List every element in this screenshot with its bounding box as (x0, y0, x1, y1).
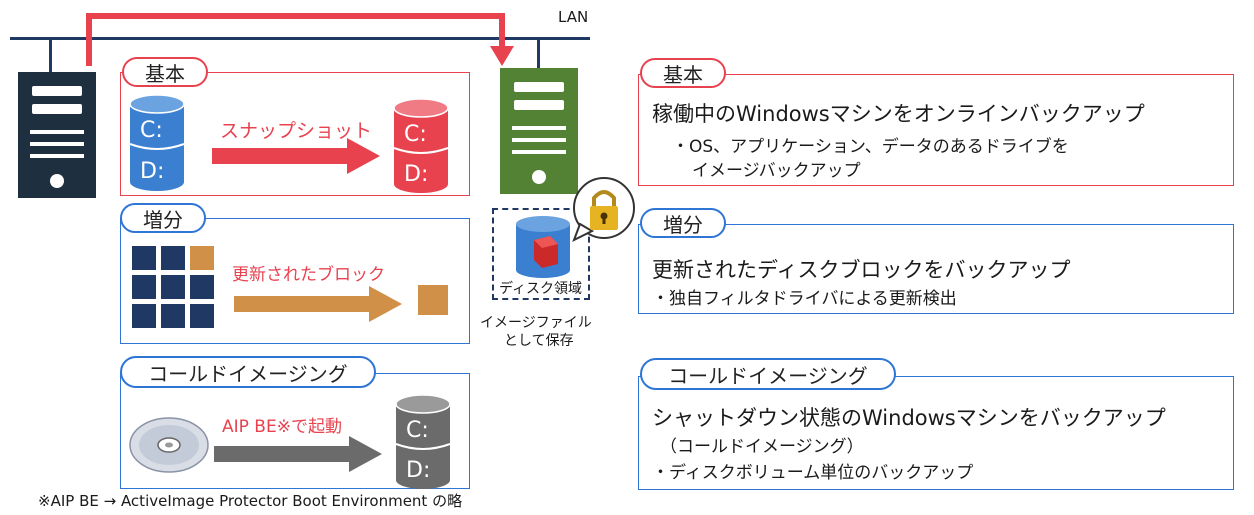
boot-label: AIP BE※で起動 (222, 417, 342, 437)
lock-icon (572, 177, 635, 243)
updated-blocks-arrow (234, 286, 402, 322)
basic-description-tag: 基本 (640, 58, 726, 88)
cold-description-sub2: ・ディスクボリューム単位のバックアップ (652, 463, 974, 483)
snapshot-drive-c: C: (404, 122, 427, 147)
disk-area-icon (516, 216, 570, 278)
changed-block-icon (418, 285, 448, 315)
backup-server (500, 68, 578, 194)
updated-blocks-label: 更新されたブロック (232, 265, 385, 285)
cold-description-sub1: （コールドイメージング） (660, 437, 864, 457)
footnote: ※AIP BE → ActiveImage Protector Boot Env… (38, 492, 463, 510)
storage-box (492, 208, 590, 300)
cold-description-panel (638, 376, 1234, 490)
lan-line (10, 37, 590, 40)
source-drive-c: C: (140, 118, 163, 143)
cold-description-main: シャットダウン状態のWindowsマシンをバックアップ (652, 406, 1166, 430)
snapshot-drive-d: D: (404, 162, 428, 187)
image-file-caption-1: イメージファイル (480, 315, 592, 331)
basic-description-panel (638, 74, 1234, 186)
incremental-description-panel (638, 224, 1234, 314)
incremental-description-sub1: ・独自フィルタドライバによる更新検出 (652, 289, 957, 309)
lan-label: LAN (558, 8, 589, 26)
source-drive-d: D: (140, 159, 164, 184)
transfer-path (86, 13, 514, 66)
cold-drive-c: C: (406, 418, 429, 443)
snapshot-arrow (212, 138, 380, 174)
incremental-tag: 増分 (120, 203, 206, 233)
source-server (18, 72, 96, 198)
basic-description-main: 稼働中のWindowsマシンをオンラインバックアップ (652, 102, 1145, 126)
cold-arrow (214, 436, 382, 472)
boot-disc-icon (129, 417, 209, 473)
lan-drop-left (49, 38, 52, 72)
snapshot-disk-icon: C: D: (393, 98, 449, 193)
disk-area-label: ディスク領域 (499, 281, 583, 297)
source-disk-icon: C: D: (129, 94, 185, 191)
cold-description-tag: コールドイメージング (640, 358, 896, 390)
cold-drive-d: D: (406, 458, 430, 483)
snapshot-label: スナップショット (220, 120, 373, 142)
lan-drop-right (537, 38, 540, 68)
basic-tag: 基本 (122, 57, 208, 87)
incremental-description-main: 更新されたディスクブロックをバックアップ (652, 258, 1071, 282)
block-grid-icon (132, 246, 214, 328)
basic-description-sub2: イメージバックアップ (692, 161, 861, 181)
cold-disk-icon: C: D: (395, 394, 451, 489)
incremental-description-tag: 増分 (640, 208, 726, 238)
cold-tag: コールドイメージング (120, 356, 376, 388)
basic-description-sub1: ・OS、アプリケーション、データのあるドライブを (672, 137, 1069, 157)
image-file-caption-2: として保存 (504, 333, 574, 349)
